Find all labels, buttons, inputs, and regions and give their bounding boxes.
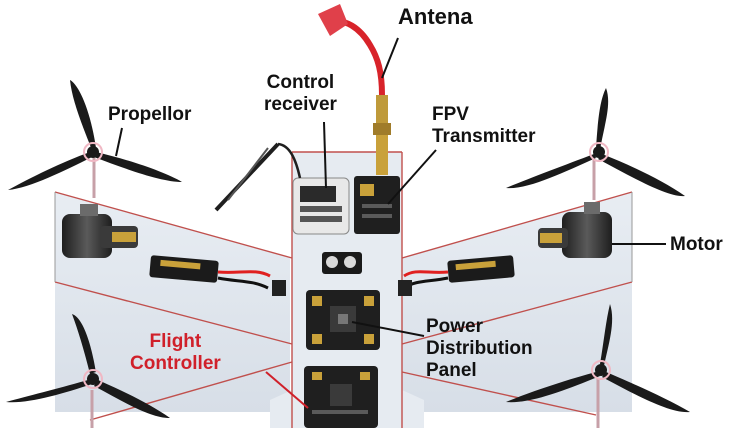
label-motor: Motor xyxy=(670,234,723,255)
propeller-top-right xyxy=(506,88,685,197)
label-flight-controller: Flight Controller xyxy=(130,331,221,374)
propeller-bottom-left xyxy=(6,314,170,418)
control-receiver xyxy=(214,142,350,235)
label-antena: Antena xyxy=(398,4,473,29)
esc-right xyxy=(398,255,515,296)
motor-shafts xyxy=(90,158,600,428)
frame-edge-lines xyxy=(54,192,633,282)
label-fpv-transmitter: FPV Transmitter xyxy=(432,104,536,147)
antenna xyxy=(318,4,391,175)
led-board xyxy=(322,252,362,274)
label-power-distribution-panel: Power Distribution Panel xyxy=(426,316,533,381)
label-propellor: Propellor xyxy=(108,104,192,125)
propeller-bottom-right xyxy=(506,304,690,413)
fpv-transmitter xyxy=(354,176,400,234)
propeller-top-left xyxy=(8,80,182,190)
frame-outline xyxy=(54,151,633,428)
label-control-receiver: Control receiver xyxy=(264,72,337,115)
flight-controller-leader xyxy=(265,371,309,409)
power-distribution-board xyxy=(306,290,380,350)
hub-highlight-rings xyxy=(83,142,611,389)
flight-controller-board xyxy=(304,366,378,428)
motor-left xyxy=(62,204,138,258)
motor-right xyxy=(538,202,612,258)
esc-left xyxy=(149,255,286,296)
leader-lines xyxy=(115,37,666,337)
